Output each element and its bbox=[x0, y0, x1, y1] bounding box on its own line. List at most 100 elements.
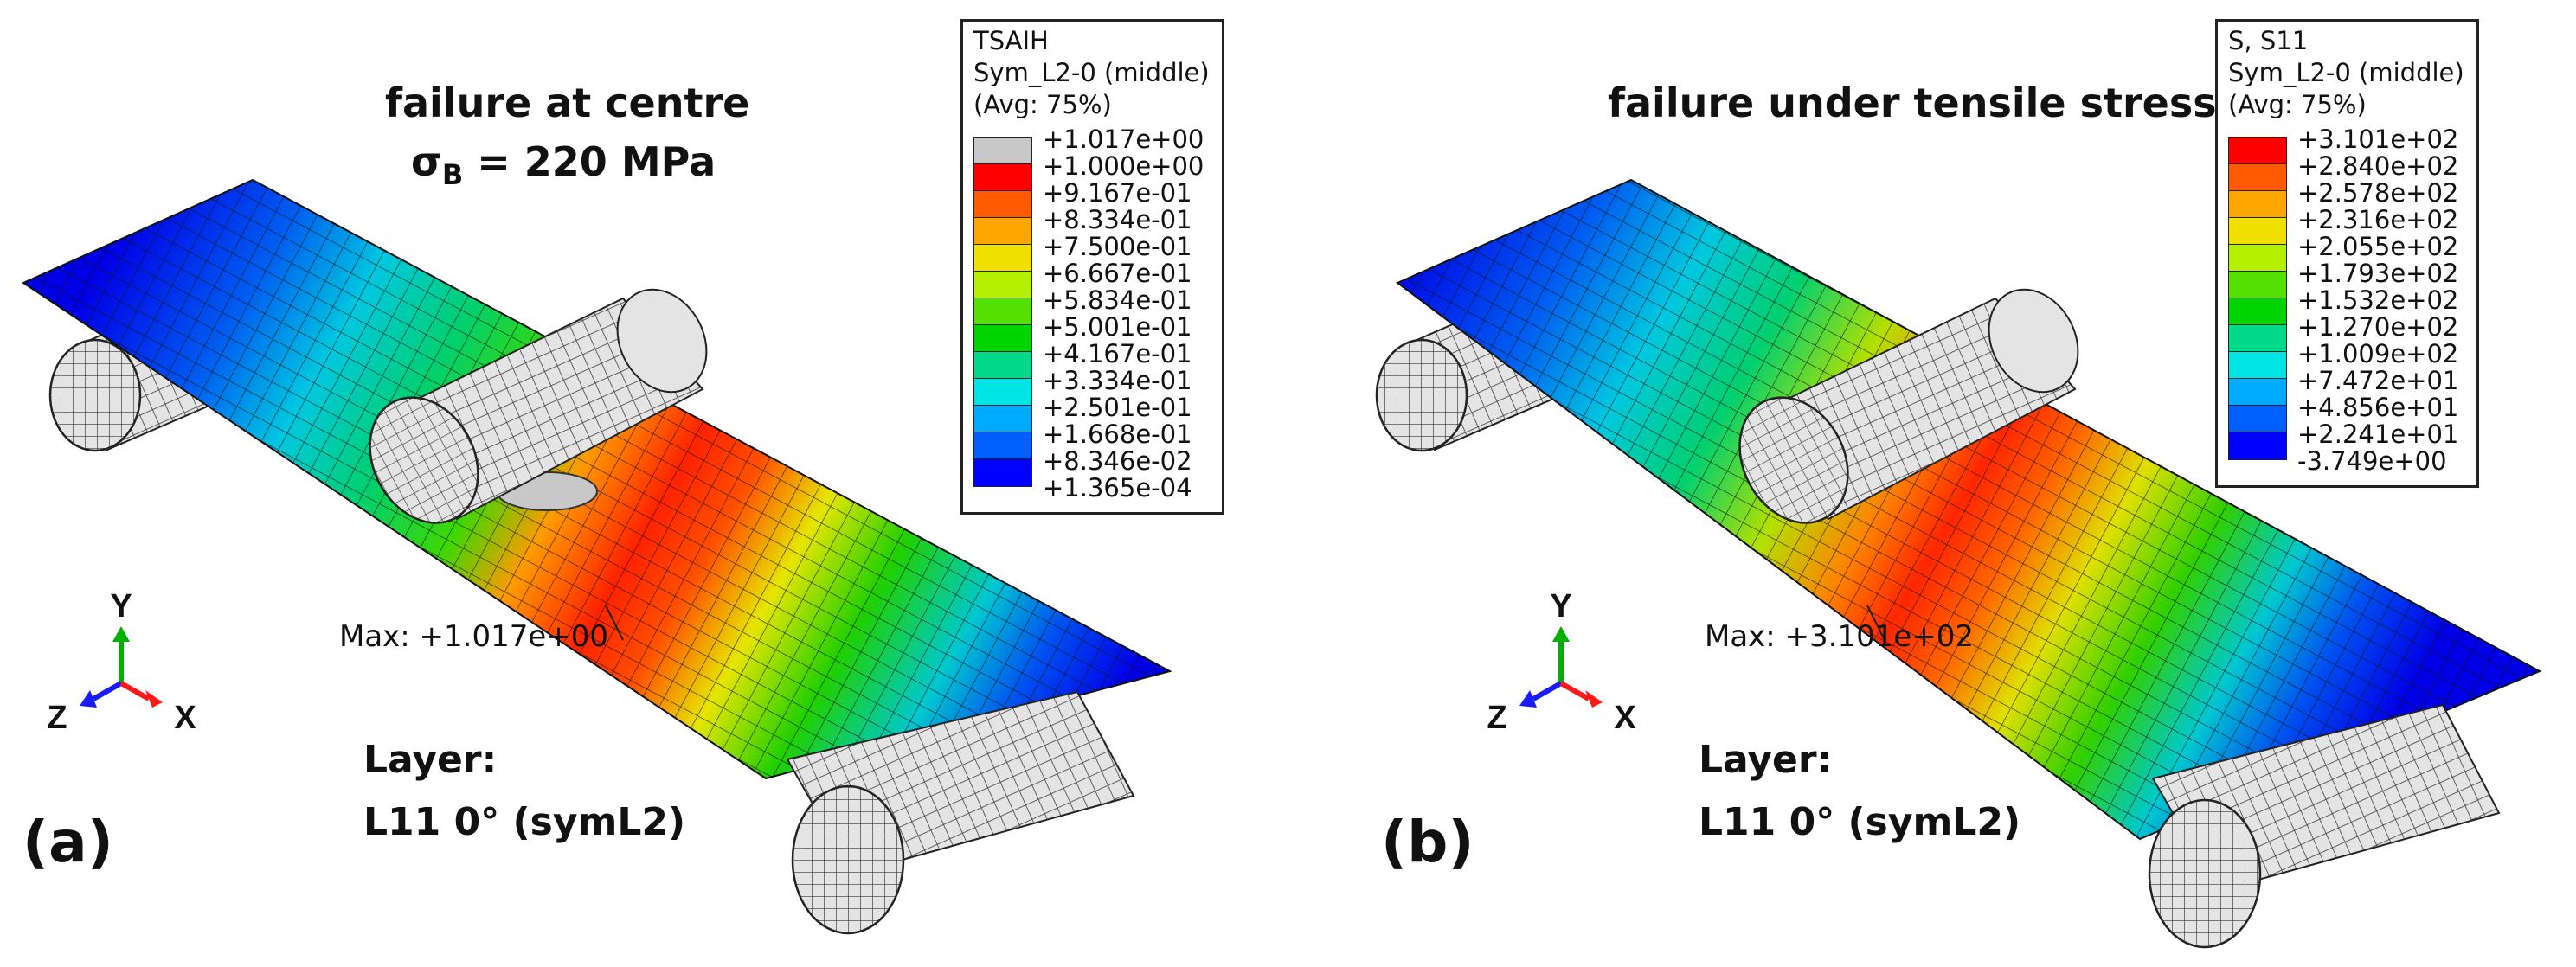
legend-swatch bbox=[2229, 432, 2286, 459]
legend-values: +3.101e+02+2.840e+02+2.578e+02+2.316e+02… bbox=[2297, 126, 2464, 475]
sigma-symbol: σ bbox=[411, 138, 442, 185]
axis-triad: Y Z X bbox=[47, 588, 196, 736]
axis-z-label: Z bbox=[1487, 700, 1506, 736]
fe-model-a: Y Z X bbox=[21, 178, 1172, 935]
fe-model-b: Y Z X bbox=[1375, 178, 2542, 949]
legend-value: +2.316e+02 bbox=[2297, 205, 2459, 234]
legend-values: +1.017e+00+1.000e+00+9.167e-01+8.334e-01… bbox=[1043, 126, 1210, 502]
legend-swatch bbox=[974, 164, 1031, 191]
legend-value: +2.501e-01 bbox=[1043, 393, 1192, 422]
legend-swatch bbox=[2229, 218, 2286, 245]
legend-value: +1.000e+00 bbox=[1043, 151, 1204, 181]
legend-section: Sym_L2-0 (middle) bbox=[973, 58, 1210, 87]
legend-value: +3.334e-01 bbox=[1043, 366, 1192, 395]
legend-swatch bbox=[2229, 164, 2286, 191]
legend-swatch bbox=[2229, 325, 2286, 352]
legend-value: -3.749e+00 bbox=[2297, 446, 2447, 476]
axis-x-label: X bbox=[174, 700, 196, 736]
legend-value: +4.856e+01 bbox=[2297, 393, 2459, 422]
axis-z-label: Z bbox=[47, 700, 67, 736]
support-cylinder-left bbox=[1375, 291, 1553, 452]
legend-swatch bbox=[2229, 406, 2286, 432]
panel-label: (a) bbox=[22, 809, 113, 875]
support-cylinder-right bbox=[2148, 703, 2501, 949]
legend-swatch bbox=[974, 191, 1031, 218]
legend-value: +8.334e-01 bbox=[1043, 205, 1192, 234]
legend-value: +1.365e-04 bbox=[1043, 473, 1192, 503]
legend-value: +2.241e+01 bbox=[2297, 419, 2459, 449]
legend-swatch bbox=[974, 245, 1031, 272]
legend-swatch bbox=[974, 352, 1031, 379]
axis-x-label: X bbox=[1614, 700, 1636, 736]
legend-variable: TSAIH bbox=[973, 26, 1049, 55]
legend-swatch bbox=[974, 459, 1031, 486]
panel-a-strength: σB = 220 MPa bbox=[411, 138, 716, 191]
legend-value: +8.346e-02 bbox=[1043, 446, 1192, 476]
panel-b-title: failure under tensile stress bbox=[1608, 80, 2217, 126]
axis-triad: Y Z X bbox=[1487, 588, 1636, 736]
legend-value: +3.101e+02 bbox=[2297, 125, 2459, 154]
axis-y-label: Y bbox=[110, 588, 132, 624]
layer-name: L11 0° (symL2) bbox=[363, 800, 686, 844]
legend-value: +1.270e+02 bbox=[2297, 312, 2459, 342]
legend-swatch bbox=[2229, 272, 2286, 298]
legend-swatch bbox=[2229, 298, 2286, 325]
legend-value: +2.840e+02 bbox=[2297, 151, 2459, 181]
legend-section: Sym_L2-0 (middle) bbox=[2228, 58, 2464, 87]
legend-value: +4.167e-01 bbox=[1043, 339, 1192, 368]
laminate-plate bbox=[1396, 178, 2542, 841]
legend-color-bar bbox=[2228, 137, 2287, 460]
legend-swatch bbox=[974, 325, 1031, 352]
legend-color-bar bbox=[973, 137, 1032, 487]
max-label: Max: +1.017e+00 bbox=[339, 619, 609, 654]
legend-swatch bbox=[974, 379, 1031, 406]
legend-swatch bbox=[2229, 138, 2286, 164]
sigma-subscript: B bbox=[441, 158, 464, 192]
legend-swatch bbox=[974, 218, 1031, 245]
legend-value: +9.167e-01 bbox=[1043, 178, 1192, 208]
legend-value: +7.472e+01 bbox=[2297, 366, 2459, 395]
legend-swatch bbox=[974, 138, 1031, 164]
legend-swatch bbox=[2229, 245, 2286, 272]
legend-value: +6.667e-01 bbox=[1043, 259, 1192, 288]
strength-value: = 220 MPa bbox=[463, 138, 716, 185]
legend-swatch bbox=[974, 298, 1031, 325]
contour-legend: TSAIH Sym_L2-0 (middle) (Avg: 75%) +1.01… bbox=[960, 19, 1224, 515]
layer-heading: Layer: bbox=[363, 738, 498, 782]
axis-y-label: Y bbox=[1550, 588, 1571, 624]
legend-swatch bbox=[974, 432, 1031, 459]
panel-a: Y Z X failure at centre σB = 220 MPa Max… bbox=[21, 19, 1224, 935]
max-label: Max: +3.101e+02 bbox=[1705, 619, 1975, 654]
legend-value: +5.001e-01 bbox=[1043, 312, 1192, 342]
legend-value: +7.500e-01 bbox=[1043, 232, 1192, 261]
support-cylinder-right bbox=[786, 690, 1135, 935]
layer-name: L11 0° (symL2) bbox=[1699, 800, 2021, 844]
legend-swatch bbox=[974, 272, 1031, 298]
loading-cylinder bbox=[369, 288, 708, 524]
legend-swatch bbox=[2229, 191, 2286, 218]
legend-value: +1.793e+02 bbox=[2297, 259, 2459, 288]
legend-value: +1.668e-01 bbox=[1043, 419, 1192, 449]
layer-info: Layer: L11 0° (symL2) bbox=[1699, 729, 2020, 854]
legend-value: +5.834e-01 bbox=[1043, 285, 1192, 315]
legend-averaging: (Avg: 75%) bbox=[973, 90, 1112, 119]
layer-info: Layer: L11 0° (symL2) bbox=[363, 729, 685, 854]
legend-value: +1.017e+00 bbox=[1043, 125, 1204, 154]
legend-value: +1.009e+02 bbox=[2297, 339, 2459, 368]
laminate-plate bbox=[21, 178, 1172, 780]
legend-swatch bbox=[2229, 352, 2286, 379]
max-leader-line bbox=[605, 605, 624, 641]
loading-cylinder bbox=[1738, 288, 2079, 524]
panel-b: Y Z X failure under tensile stress Max: … bbox=[1288, 0, 2576, 967]
legend-value: +2.055e+02 bbox=[2297, 232, 2459, 261]
legend-value: +1.532e+02 bbox=[2297, 285, 2459, 315]
panel-label: (b) bbox=[1381, 809, 1474, 875]
legend-variable: S, S11 bbox=[2228, 26, 2309, 55]
layer-heading: Layer: bbox=[1699, 738, 1833, 782]
legend-swatch bbox=[2229, 379, 2286, 406]
legend-swatch bbox=[974, 406, 1031, 432]
max-leader-line bbox=[1866, 605, 1885, 641]
legend-value: +2.578e+02 bbox=[2297, 178, 2459, 208]
legend-averaging: (Avg: 75%) bbox=[2228, 90, 2367, 119]
contour-legend: S, S11 Sym_L2-0 (middle) (Avg: 75%) +3.1… bbox=[2215, 19, 2479, 488]
